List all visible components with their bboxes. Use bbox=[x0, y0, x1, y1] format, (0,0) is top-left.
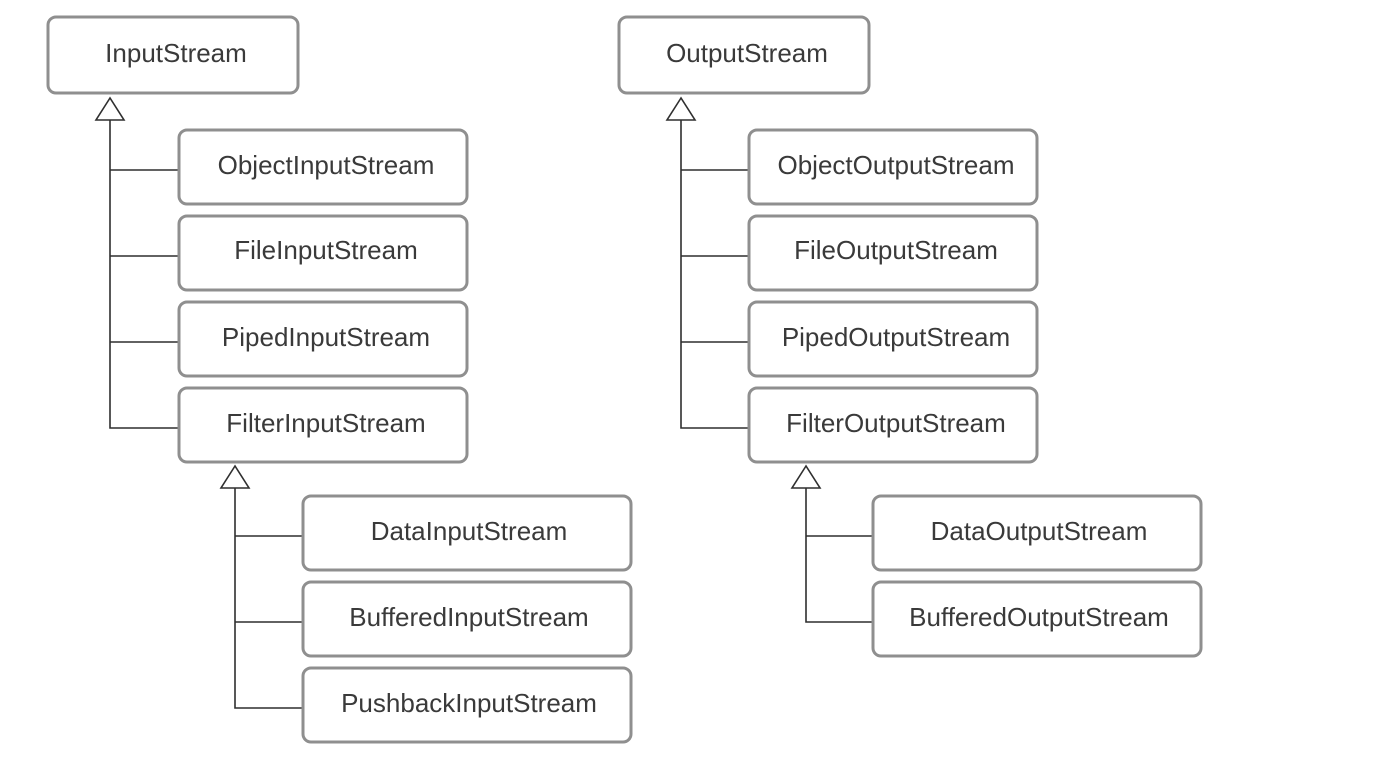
output-stream-hierarchy: OutputStream ObjectOutputStream FileOutp… bbox=[617, 15, 1203, 658]
node-dataoutputstream: DataOutputStream bbox=[871, 494, 1203, 572]
output-trunk-line bbox=[680, 120, 750, 429]
node-label: FilterInputStream bbox=[226, 408, 425, 438]
node-pipedinputstream: PipedInputStream bbox=[177, 300, 469, 378]
node-fileoutputstream: FileOutputStream bbox=[747, 214, 1039, 292]
node-label: DataInputStream bbox=[371, 516, 568, 546]
inheritance-arrow-icon bbox=[219, 464, 251, 489]
node-label: FileOutputStream bbox=[794, 235, 998, 265]
node-inputstream: InputStream bbox=[46, 15, 300, 95]
output-connectors bbox=[665, 96, 875, 623]
input-trunk-line bbox=[109, 120, 180, 429]
node-label: ObjectOutputStream bbox=[778, 150, 1015, 180]
node-objectinputstream: ObjectInputStream bbox=[177, 128, 469, 206]
node-label: ObjectInputStream bbox=[218, 150, 435, 180]
filter-output-trunk-line bbox=[805, 488, 875, 623]
node-filteroutputstream: FilterOutputStream bbox=[747, 386, 1039, 464]
node-label: PipedInputStream bbox=[222, 322, 430, 352]
node-bufferedinputstream: BufferedInputStream bbox=[301, 580, 633, 658]
inheritance-arrow-icon bbox=[665, 96, 697, 121]
node-bufferedoutputstream: BufferedOutputStream bbox=[871, 580, 1203, 658]
node-label: DataOutputStream bbox=[931, 516, 1148, 546]
node-objectoutputstream: ObjectOutputStream bbox=[747, 128, 1039, 206]
inheritance-arrow-icon bbox=[790, 464, 822, 489]
inheritance-arrow-icon bbox=[94, 96, 126, 121]
node-label: FilterOutputStream bbox=[786, 408, 1006, 438]
node-label: FileInputStream bbox=[234, 235, 418, 265]
node-fileinputstream: FileInputStream bbox=[177, 214, 469, 292]
input-connectors bbox=[94, 96, 305, 709]
node-label: PushbackInputStream bbox=[341, 688, 597, 718]
filter-input-trunk-line bbox=[234, 488, 305, 709]
node-pipedoutputstream: PipedOutputStream bbox=[747, 300, 1039, 378]
input-stream-hierarchy: InputStream ObjectInputStream FileInputS… bbox=[46, 15, 633, 744]
node-label: BufferedOutputStream bbox=[909, 602, 1169, 632]
node-label: OutputStream bbox=[666, 38, 828, 68]
node-outputstream: OutputStream bbox=[617, 15, 871, 95]
node-label: PipedOutputStream bbox=[782, 322, 1010, 352]
node-label: BufferedInputStream bbox=[349, 602, 588, 632]
node-filterinputstream: FilterInputStream bbox=[177, 386, 469, 464]
node-label: InputStream bbox=[105, 38, 247, 68]
node-datainputstream: DataInputStream bbox=[301, 494, 633, 572]
node-pushbackinputstream: PushbackInputStream bbox=[301, 666, 633, 744]
